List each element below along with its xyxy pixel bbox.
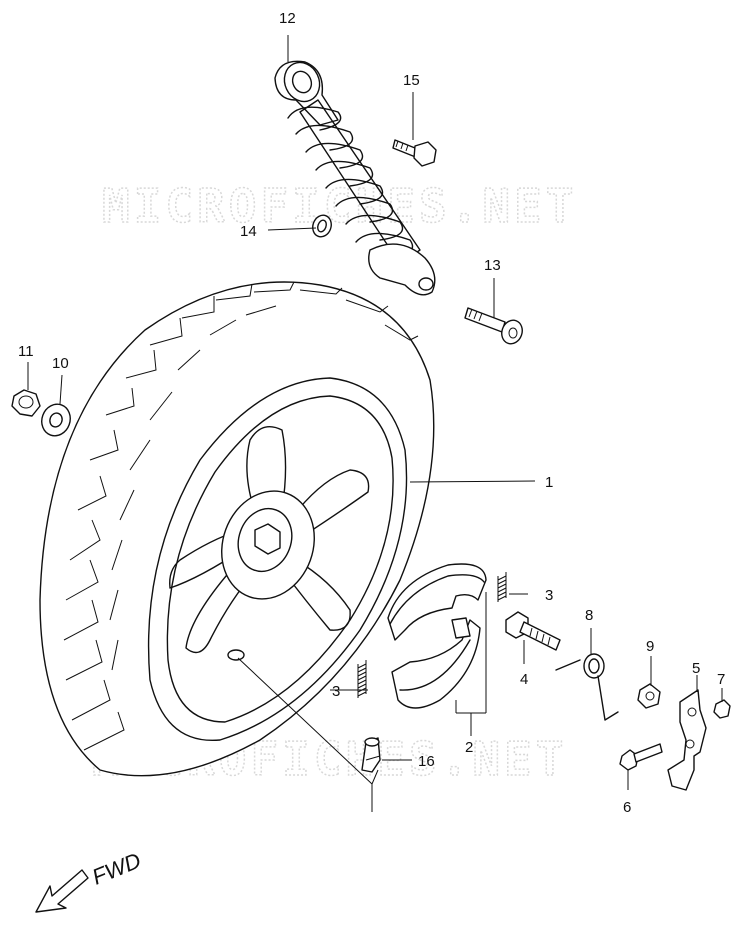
callout-15: 15 [403,72,420,89]
bolt-15 [392,139,437,167]
callout-5: 5 [692,660,700,677]
callout-12: 12 [279,10,296,27]
callout-11: 11 [18,343,34,360]
brake-shoe-lower [391,617,481,709]
nut-11 [11,389,41,417]
callout-4: 4 [520,671,528,688]
rear-shock-absorber [274,60,436,296]
brake-spring-upper [497,572,507,602]
callout-10: 10 [52,355,69,372]
leader-lines [27,35,723,812]
washer-14 [312,214,332,238]
callout-14: 14 [240,223,257,240]
callout-1: 1 [545,474,553,491]
callout-13: 13 [484,257,501,274]
callout-9: 9 [646,638,654,655]
callout-7: 7 [717,671,725,688]
forward-direction-arrow [35,869,89,913]
rear-wheel-assembly [39,281,435,777]
callout-2: 2 [465,739,473,756]
brake-cam-4 [505,611,561,651]
brake-arm-5 [667,689,707,791]
washer-9 [637,683,661,709]
nut-7 [713,699,731,719]
callout-8: 8 [585,607,593,624]
washer-10 [41,403,71,437]
callout-16: 16 [418,753,435,770]
bolt-6 [619,743,663,771]
return-spring-8 [555,653,619,721]
callout-6: 6 [623,799,631,816]
watermark-top: MICROFICHES.NET [102,179,577,233]
forward-direction-label: FWD [89,848,145,890]
tire-valve-16 [361,737,381,773]
brake-shoe-upper [387,563,487,641]
bolt-13 [464,307,523,345]
callout-3-upper: 3 [545,587,553,604]
callout-3-lower: 3 [332,683,340,700]
brake-spring-lower [357,660,367,698]
